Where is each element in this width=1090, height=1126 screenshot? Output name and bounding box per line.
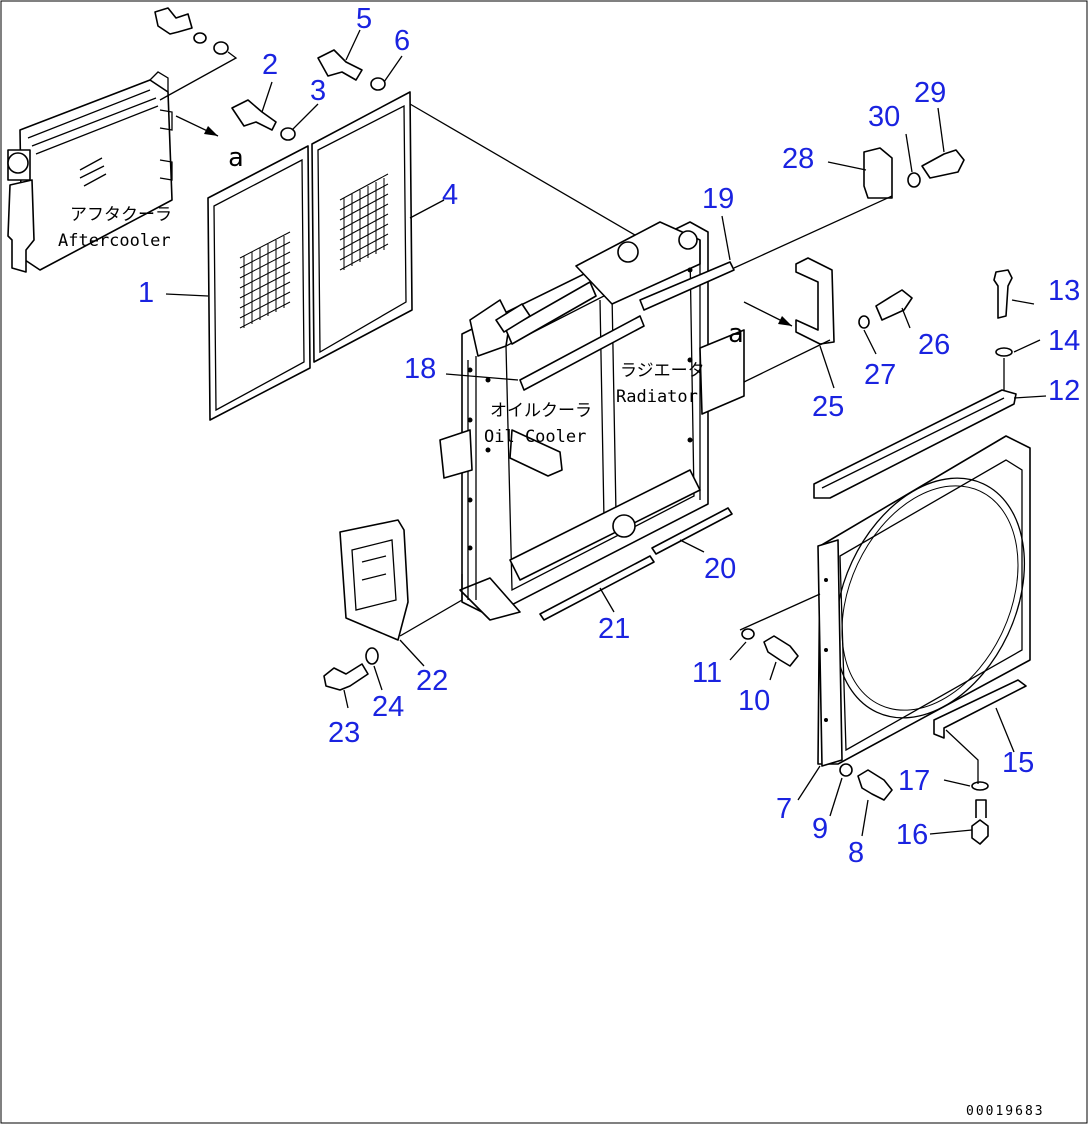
- callout-5: 5: [356, 3, 372, 35]
- bolts-13-14: [993, 269, 1013, 390]
- oilcooler-label-en: Oil Cooler: [484, 427, 586, 447]
- shroud-cover-bottom: [933, 679, 1027, 739]
- drawing-number: 00019683: [966, 1104, 1045, 1119]
- callout-16: 16: [896, 819, 928, 851]
- view-ref-a2: a: [728, 319, 744, 349]
- callout-2: 2: [262, 49, 278, 81]
- bracket-left: [339, 519, 463, 641]
- mesh-panel-right: [311, 91, 641, 363]
- callout-11: 11: [692, 657, 722, 689]
- bolt-23: [323, 647, 379, 691]
- callout-25: 25: [812, 391, 844, 423]
- callout-9: 9: [812, 813, 828, 845]
- callout-18: 18: [404, 353, 436, 385]
- bolts-8-9: [839, 763, 893, 801]
- callout-26: 26: [918, 329, 950, 361]
- callout-6: 6: [394, 25, 410, 57]
- view-arrow-a: [175, 115, 219, 137]
- bracket-28: [733, 147, 893, 269]
- aftercooler-label-en: Aftercooler: [58, 231, 171, 251]
- callout-4: 4: [442, 179, 458, 211]
- callout-19: 19: [702, 183, 734, 215]
- fan-shroud: [817, 435, 1031, 767]
- callout-7: 7: [776, 793, 792, 825]
- callout-8: 8: [848, 837, 864, 869]
- aftercooler-label-jp: アフタクーラ: [70, 205, 172, 225]
- callout-30: 30: [868, 101, 900, 133]
- callout-15: 15: [1002, 747, 1034, 779]
- bolts-29-30: [907, 149, 965, 188]
- radiator-oilcooler-core: [439, 221, 745, 621]
- bracket-25: [743, 257, 835, 383]
- wing-bolts: [231, 49, 386, 141]
- callout-3: 3: [310, 75, 326, 107]
- callout-27: 27: [864, 359, 896, 391]
- callout-14: 14: [1048, 325, 1080, 357]
- callout-23: 23: [328, 717, 360, 749]
- callout-12: 12: [1048, 375, 1080, 407]
- callout-29: 29: [914, 77, 946, 109]
- bolts-10-11: [739, 593, 821, 667]
- seal-strips: [539, 507, 733, 621]
- callout-21: 21: [598, 613, 630, 645]
- view-arrow-a2: [743, 301, 793, 327]
- bolts-26-27: [858, 289, 913, 329]
- radiator-label-en: Radiator: [616, 387, 698, 407]
- oilcooler-label-jp: オイルクーラ: [490, 401, 592, 421]
- callout-22: 22: [416, 665, 448, 697]
- aftercooler-unit: [7, 71, 173, 273]
- callout-28: 28: [782, 143, 814, 175]
- mesh-panel-left: [207, 145, 311, 421]
- bolts-16-17: [945, 729, 989, 845]
- callout-24: 24: [372, 691, 404, 723]
- radiator-label-jp: ラジエータ: [620, 361, 705, 381]
- shroud-cover-top: [813, 389, 1017, 499]
- bolt-washer-top: [154, 7, 238, 101]
- callout-10: 10: [738, 685, 770, 717]
- leader-lines: [165, 29, 1047, 837]
- callout-17: 17: [898, 765, 930, 797]
- callout-1: 1: [138, 277, 154, 309]
- view-ref-a: a: [228, 143, 244, 173]
- callout-13: 13: [1048, 275, 1080, 307]
- callout-20: 20: [704, 553, 736, 585]
